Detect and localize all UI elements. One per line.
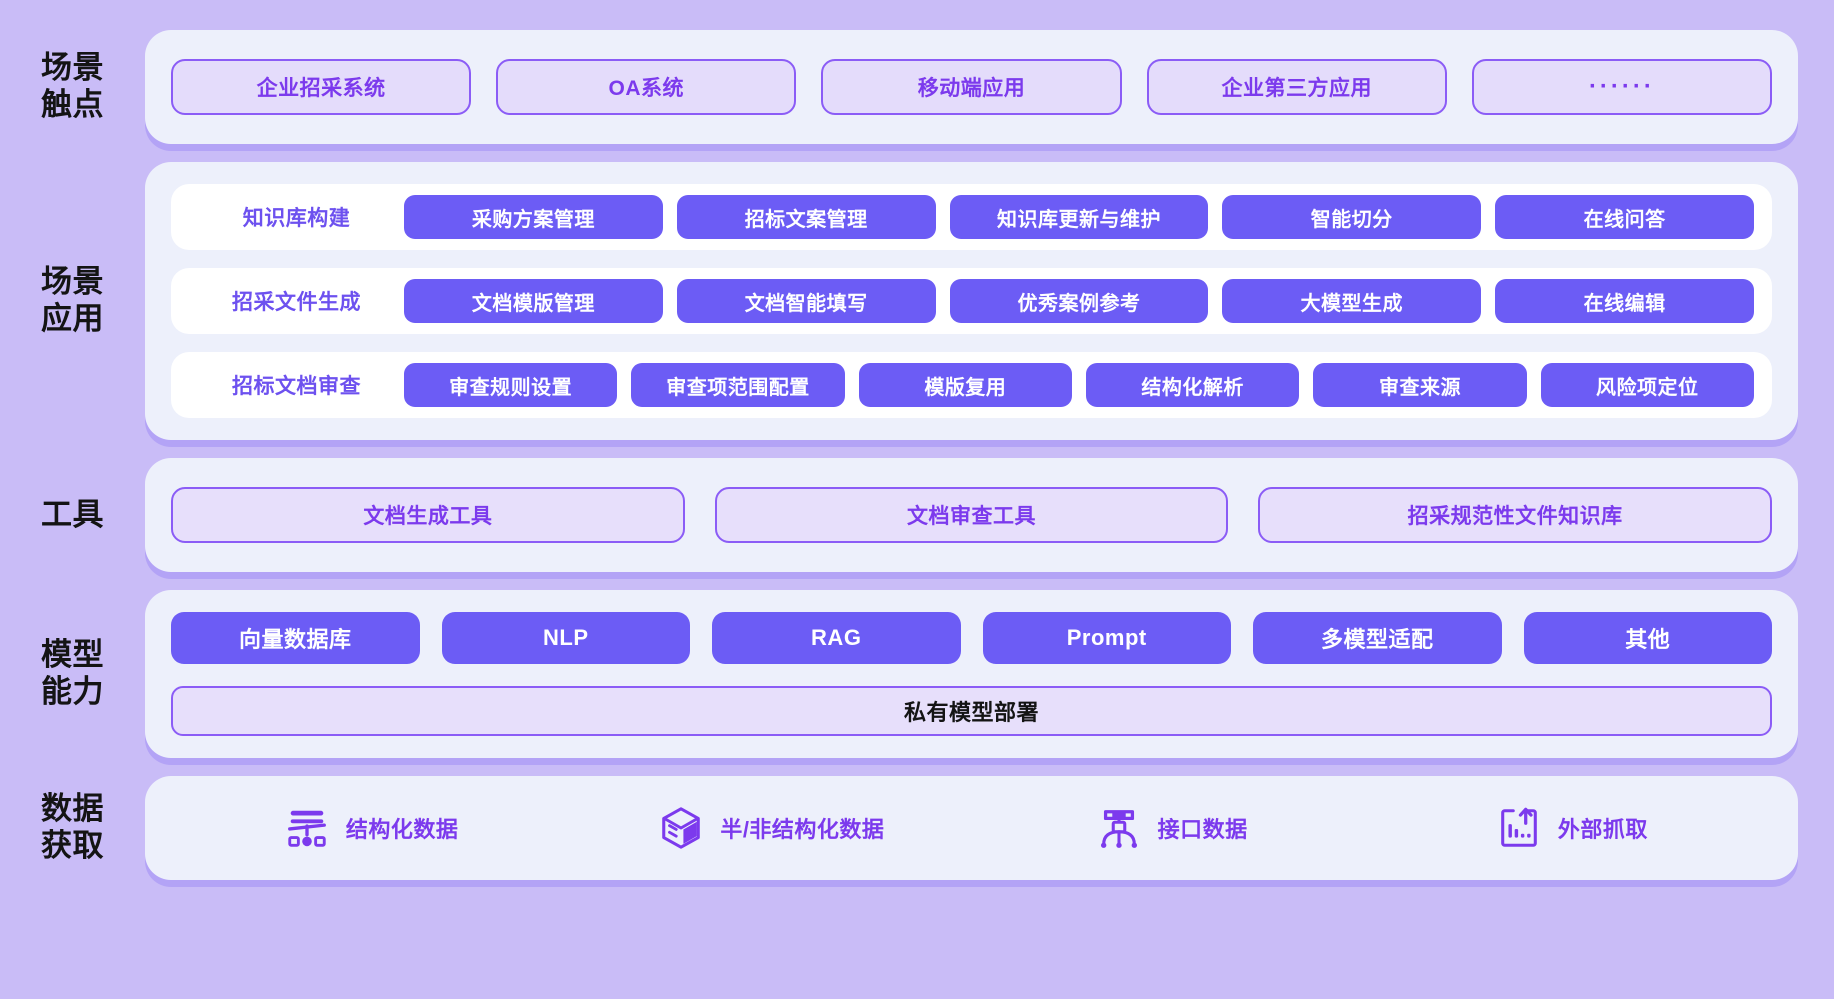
app-row-title-0: 知识库构建 [242, 207, 351, 230]
touchpoints-panel: 企业招采系统 OA系统 移动端应用 企业第三方应用 ······ [145, 30, 1798, 144]
app-chip-1-0[interactable]: 文档模版管理 [404, 279, 663, 323]
data-item-label-semi-unstructured: 半/非结构化数据 [720, 817, 885, 842]
touchpoint-item-2[interactable]: 移动端应用 [821, 59, 1122, 115]
app-chip-2-3[interactable]: 结构化解析 [1085, 363, 1300, 407]
app-chip-2-5[interactable]: 风险项定位 [1540, 363, 1754, 407]
app-row-title-2: 招标文档审查 [232, 375, 361, 398]
app-row-file-generation: 招采文件生成 文档模版管理 文档智能填写 优秀案例参考 大模型生成 在线编辑 [171, 268, 1772, 334]
section-model-capability: 模型 能力 向量数据库 NLP RAG Prompt 多模型适配 其他 私有模型… [0, 590, 1834, 758]
tools-panel: 文档生成工具 文档审查工具 招采规范性文件知识库 [145, 458, 1798, 572]
section-label-model: 模型 能力 [41, 637, 104, 709]
section-label-touchpoints: 场景 触点 [41, 50, 104, 122]
data-item-semi-unstructured[interactable]: 半/非结构化数据 [571, 805, 971, 851]
app-chip-0-1[interactable]: 招标文案管理 [676, 195, 936, 239]
app-chip-0-0[interactable]: 采购方案管理 [404, 195, 663, 239]
section-tools: 工具 文档生成工具 文档审查工具 招采规范性文件知识库 [0, 458, 1834, 572]
private-model-deployment-bar[interactable]: 私有模型部署 [171, 686, 1772, 736]
model-panel: 向量数据库 NLP RAG Prompt 多模型适配 其他 私有模型部署 [145, 590, 1798, 758]
app-chip-2-0[interactable]: 审查规则设置 [404, 363, 618, 407]
model-capability-3[interactable]: Prompt [982, 612, 1231, 664]
api-node-icon [1100, 810, 1137, 848]
data-item-label-api: 接口数据 [1157, 817, 1248, 842]
model-capability-0[interactable]: 向量数据库 [171, 612, 420, 664]
data-item-external-crawl[interactable]: 外部抓取 [1372, 805, 1772, 851]
app-row-knowledge-base: 知识库构建 采购方案管理 招标文案管理 知识库更新与维护 智能切分 在线问答 [171, 184, 1772, 250]
tool-item-2[interactable]: 招采规范性文件知识库 [1258, 487, 1773, 543]
chart-upload-icon [1501, 807, 1537, 847]
data-item-structured[interactable]: 结构化数据 [171, 805, 571, 851]
app-chip-2-1[interactable]: 审查项范围配置 [631, 363, 845, 407]
touchpoint-item-1[interactable]: OA系统 [496, 59, 797, 115]
app-chip-1-4[interactable]: 在线编辑 [1495, 279, 1754, 323]
applications-panel: 知识库构建 采购方案管理 招标文案管理 知识库更新与维护 智能切分 在线问答 招… [145, 162, 1798, 440]
data-panel: 结构化数据 半/非结构化数据 [145, 776, 1798, 880]
data-item-label-structured: 结构化数据 [345, 817, 459, 842]
section-label-applications: 场景 应用 [41, 264, 104, 336]
section-touchpoints: 场景 触点 企业招采系统 OA系统 移动端应用 企业第三方应用 ······ [0, 30, 1834, 144]
app-chip-0-2[interactable]: 知识库更新与维护 [949, 195, 1209, 239]
section-label-data: 数据 获取 [41, 791, 104, 863]
structured-data-icon [287, 810, 326, 847]
app-chip-2-4[interactable]: 审查来源 [1313, 363, 1527, 407]
cube-icon [662, 807, 701, 849]
touchpoint-item-3[interactable]: 企业第三方应用 [1146, 59, 1447, 115]
tool-item-1[interactable]: 文档审查工具 [714, 487, 1229, 543]
model-capability-1[interactable]: NLP [441, 612, 690, 664]
data-item-label-external-crawl: 外部抓取 [1557, 817, 1648, 842]
tool-item-0[interactable]: 文档生成工具 [171, 487, 685, 543]
model-capability-4[interactable]: 多模型适配 [1253, 612, 1502, 664]
touchpoint-item-0[interactable]: 企业招采系统 [171, 59, 472, 115]
section-applications: 场景 应用 知识库构建 采购方案管理 招标文案管理 知识库更新与维护 智能切分 … [0, 162, 1834, 440]
app-row-title-1: 招采文件生成 [232, 291, 361, 314]
app-chip-0-3[interactable]: 智能切分 [1222, 195, 1482, 239]
app-chip-1-3[interactable]: 大模型生成 [1222, 279, 1482, 323]
model-capability-5[interactable]: 其他 [1523, 612, 1772, 664]
app-chip-1-2[interactable]: 优秀案例参考 [949, 279, 1209, 323]
app-row-document-review: 招标文档审查 审查规则设置 审查项范围配置 模版复用 结构化解析 审查来源 风险… [171, 352, 1772, 418]
app-chip-1-1[interactable]: 文档智能填写 [676, 279, 936, 323]
section-data-acquisition: 数据 获取 结构化数据 [0, 776, 1834, 880]
app-chip-0-4[interactable]: 在线问答 [1495, 195, 1754, 239]
data-item-api[interactable]: 接口数据 [972, 805, 1372, 851]
model-capability-2[interactable]: RAG [712, 612, 961, 664]
touchpoint-item-more[interactable]: ······ [1471, 59, 1773, 115]
section-label-tools: 工具 [41, 496, 104, 532]
app-chip-2-2[interactable]: 模版复用 [858, 363, 1072, 407]
